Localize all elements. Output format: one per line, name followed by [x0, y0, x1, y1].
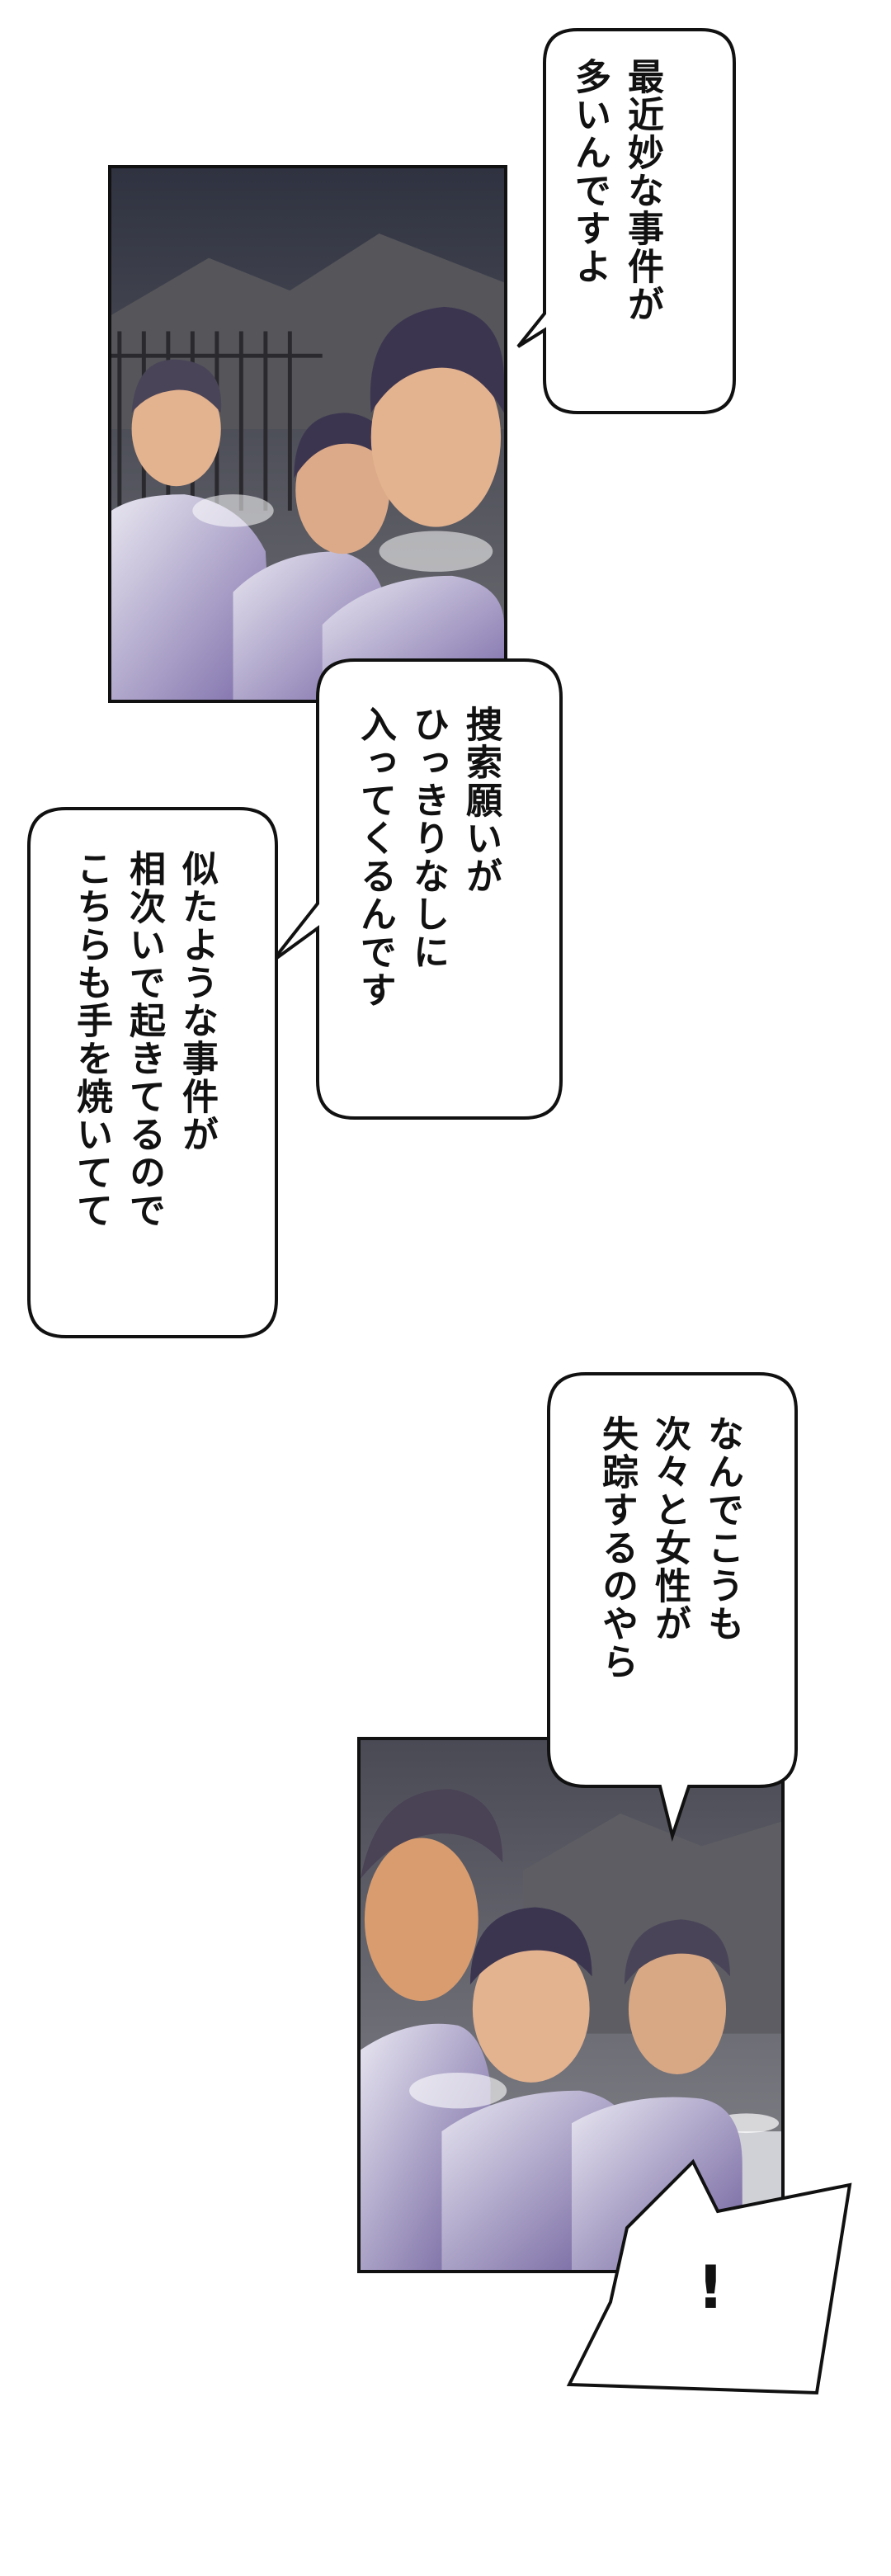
speech-bubble-4: [547, 1372, 798, 1842]
speech-line: 最近妙な事件が: [621, 58, 663, 323]
speech-line: 相次いで起きてるので: [123, 850, 165, 1229]
speech-line: なんでこうも: [701, 1415, 743, 1643]
speech-bubble-2: [271, 658, 563, 1120]
speech-text-2: 捜索願いが ひっきりなしに 入ってくるんです: [348, 705, 507, 1009]
speech-text-3: 似たような事件が 相次いで起きてるので こちらも手を焼いてて: [64, 850, 223, 1229]
speech-text-1: 最近妙な事件が 多いんですよ: [563, 58, 668, 323]
speech-line: 捜索願いが: [460, 705, 502, 895]
speech-line: 多いんですよ: [568, 58, 610, 285]
speech-line: 入ってくるんです: [354, 705, 396, 1009]
speech-line: 次々と女性が: [648, 1415, 691, 1643]
exclamation-mark: !: [697, 2253, 724, 2322]
speech-bubble-1: [516, 28, 736, 414]
speech-line: 失踪するのやら: [596, 1415, 638, 1681]
speech-line: ひっきりなしに: [407, 705, 449, 971]
speech-bubble-3: [27, 807, 278, 1338]
speech-text-4: なんでこうも 次々と女性が 失踪するのやら: [590, 1415, 748, 1681]
speech-line: こちらも手を焼いてて: [70, 850, 112, 1229]
speech-bubble-exclaim: [566, 2158, 852, 2395]
speech-line: 似たような事件が: [176, 850, 218, 1154]
